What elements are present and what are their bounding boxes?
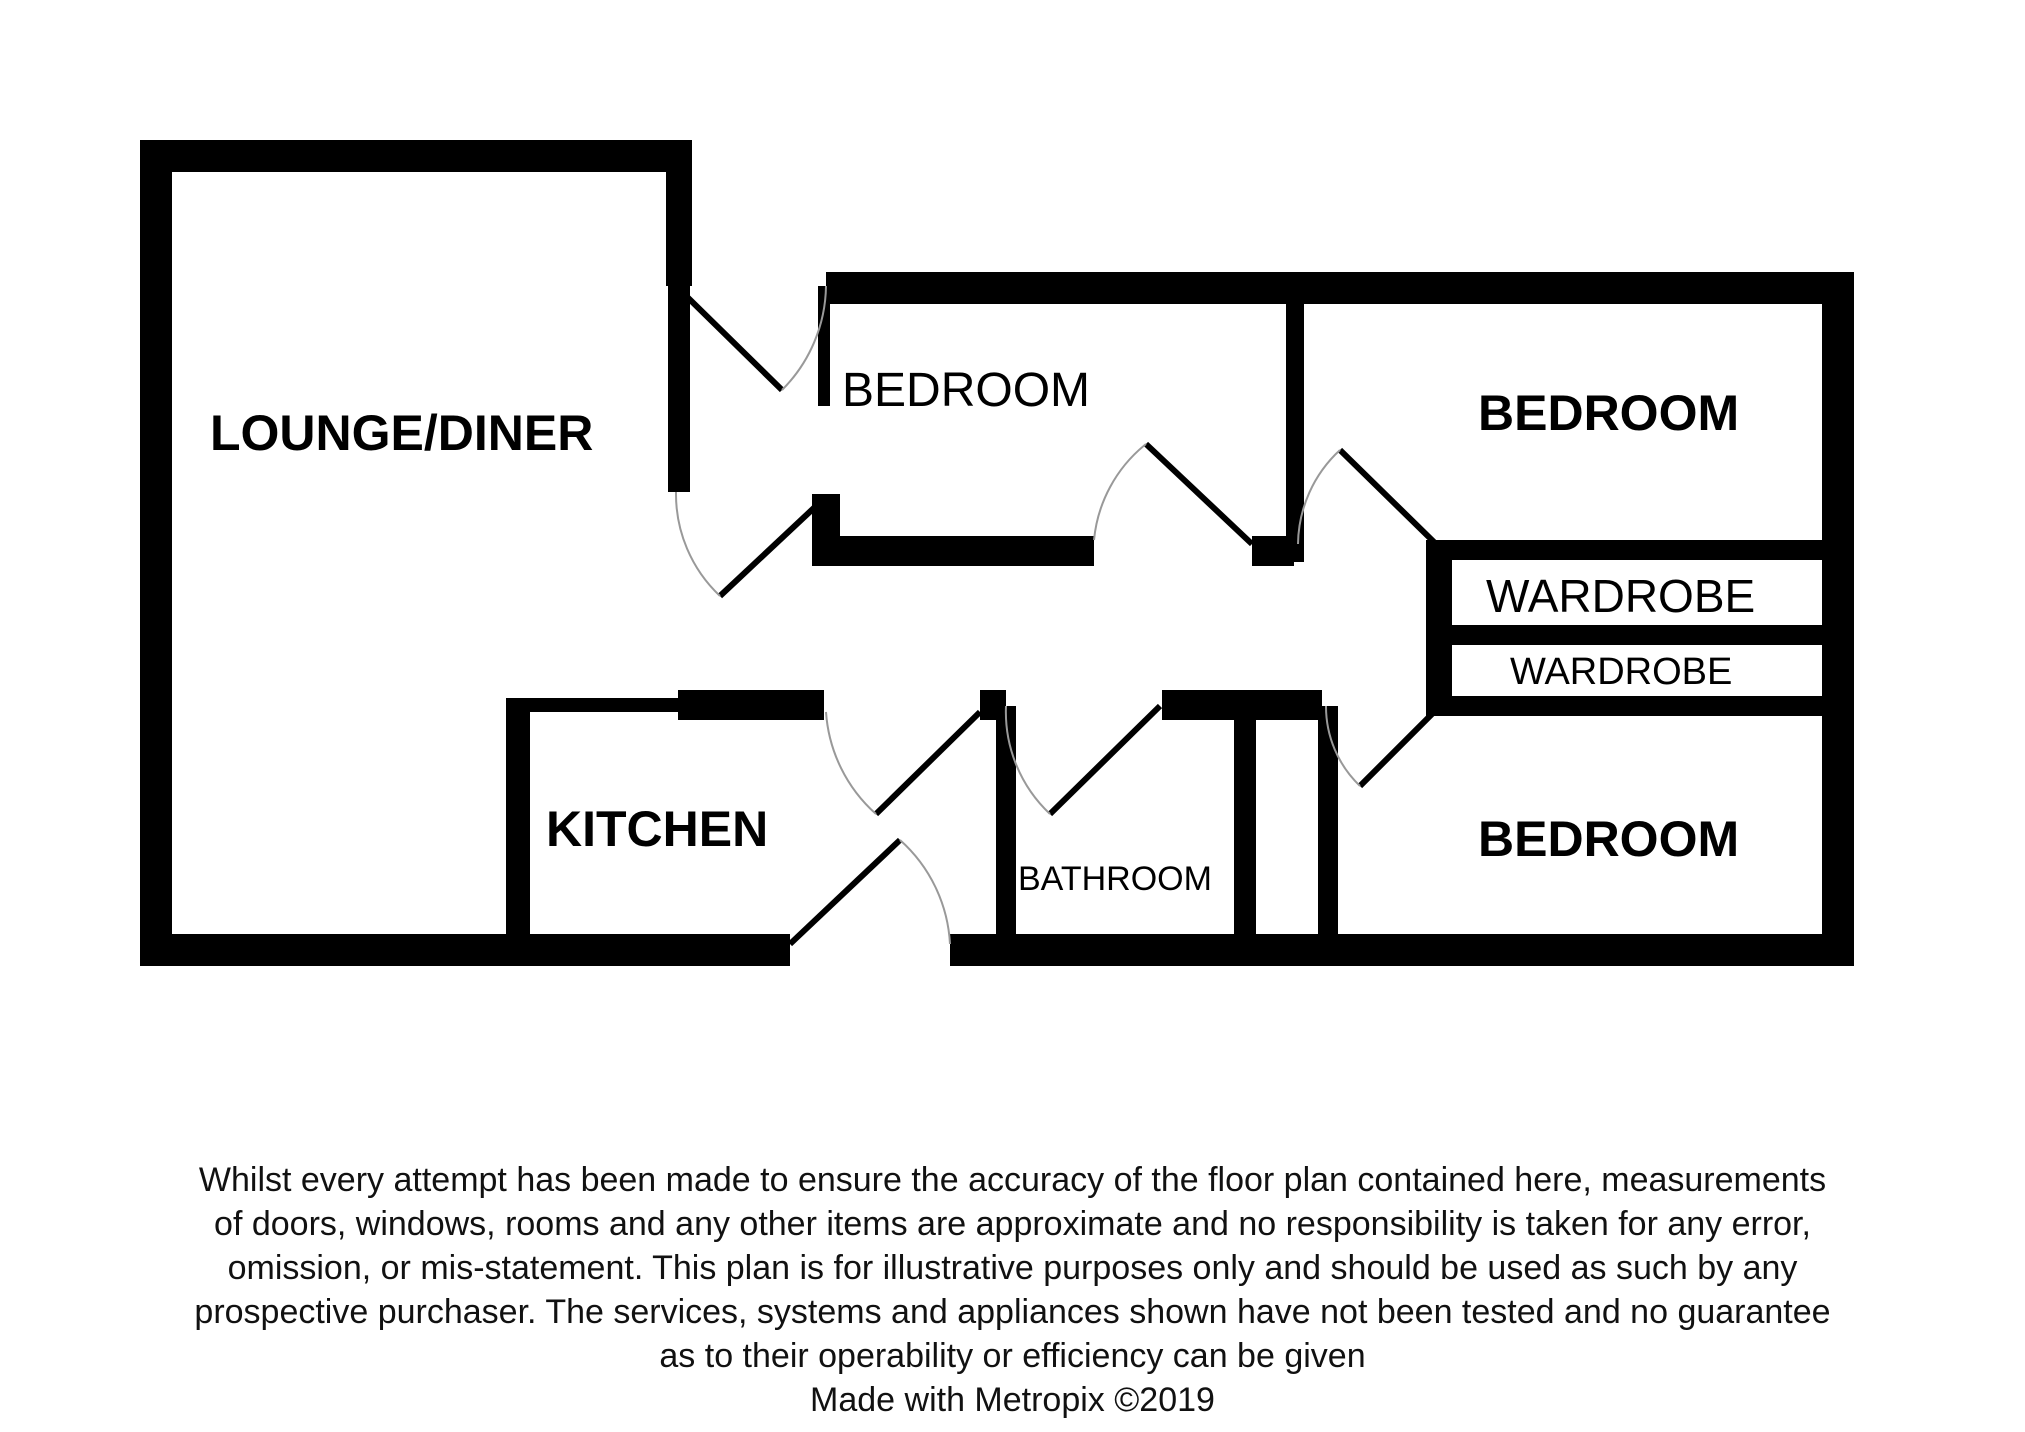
wall-wardrobe-mid	[1440, 625, 1836, 645]
wall-bathroom-inner	[1234, 706, 1256, 942]
door-leaf-lounge-bottom	[717, 503, 819, 599]
wall-bathroom-left	[996, 706, 1016, 942]
wall-top-right	[826, 272, 1854, 304]
label-bedroom-top-right: BEDROOM	[1478, 385, 1739, 441]
label-kitchen: KITCHEN	[546, 801, 768, 857]
wall-lounge-top	[140, 140, 692, 172]
door-leaf-bedroom-small	[1143, 441, 1255, 547]
door-swings	[674, 285, 1361, 945]
walls	[140, 140, 1854, 966]
wall-bottom-left	[140, 934, 790, 966]
label-wardrobe-lower: WARDROBE	[1510, 651, 1732, 693]
wall-bedroom-divider	[1286, 286, 1304, 562]
label-lounge-diner: LOUNGE/DINER	[210, 405, 593, 461]
door-swing-kitchen	[825, 711, 877, 815]
door-leaf-lounge-top	[673, 283, 785, 393]
wall-bedroom-divider-foot	[1252, 536, 1294, 566]
wall-kitchen-top	[506, 698, 678, 712]
door-swing-lounge-top	[781, 285, 827, 391]
wall-bathroom-right	[1318, 706, 1338, 942]
disclaimer: Whilst every attempt has been made to en…	[60, 1158, 1965, 1422]
disclaimer-line: as to their operability or efficiency ca…	[659, 1337, 1366, 1375]
door-leaf-bathroom	[1047, 703, 1163, 817]
wall-bedroom-small-bottom	[812, 536, 1094, 566]
door-swing-bedroom-bottom-right	[1324, 705, 1361, 787]
disclaimer-line: of doors, windows, rooms and any other i…	[214, 1205, 1811, 1243]
door-swing-entrance	[899, 839, 951, 945]
door-swing-bedroom-small	[1093, 443, 1147, 541]
door-swing-lounge-bottom	[674, 491, 721, 597]
doors	[673, 283, 1439, 947]
door-leaf-kitchen	[873, 709, 983, 817]
door-swing-bathroom	[1004, 705, 1051, 815]
door-leaf-bedroom-bottom-right	[1357, 707, 1439, 789]
metropix-credit: Made with Metropix ©2019	[810, 1381, 1215, 1419]
wall-lounge-left	[140, 140, 172, 966]
wall-right	[1822, 272, 1854, 966]
label-bedroom-small: BEDROOM	[842, 364, 1090, 417]
door-leaf-entrance	[787, 837, 903, 947]
disclaimer-line: Whilst every attempt has been made to en…	[198, 1161, 1827, 1199]
disclaimer-line: prospective purchaser. The services, sys…	[194, 1293, 1831, 1331]
wall-lounge-right-mid	[668, 286, 690, 492]
door-leaf-bedroom-top-right	[1337, 447, 1439, 547]
wall-kitchen-left	[506, 698, 530, 944]
label-bedroom-bottom-right: BEDROOM	[1478, 811, 1739, 867]
door-swing-bedroom-top-right	[1297, 449, 1341, 545]
disclaimer-line: omission, or mis-statement. This plan is…	[227, 1249, 1798, 1287]
wall-bottom-right	[950, 934, 1854, 966]
wall-wardrobe-top	[1426, 540, 1836, 560]
wall-kitchen-top-thick	[678, 690, 824, 720]
wall-lounge-right-upper	[666, 140, 692, 286]
floor-plan: LOUNGE/DINER BEDROOM BEDROOM BEDROOM WAR…	[140, 140, 1854, 966]
label-bathroom: BATHROOM	[1018, 860, 1212, 898]
room-labels: LOUNGE/DINER BEDROOM BEDROOM BEDROOM WAR…	[210, 364, 1755, 898]
label-wardrobe-upper: WARDROBE	[1486, 570, 1755, 622]
wall-wardrobe-bottom	[1426, 696, 1836, 716]
wall-bedroom-small-left-upper	[818, 286, 830, 406]
